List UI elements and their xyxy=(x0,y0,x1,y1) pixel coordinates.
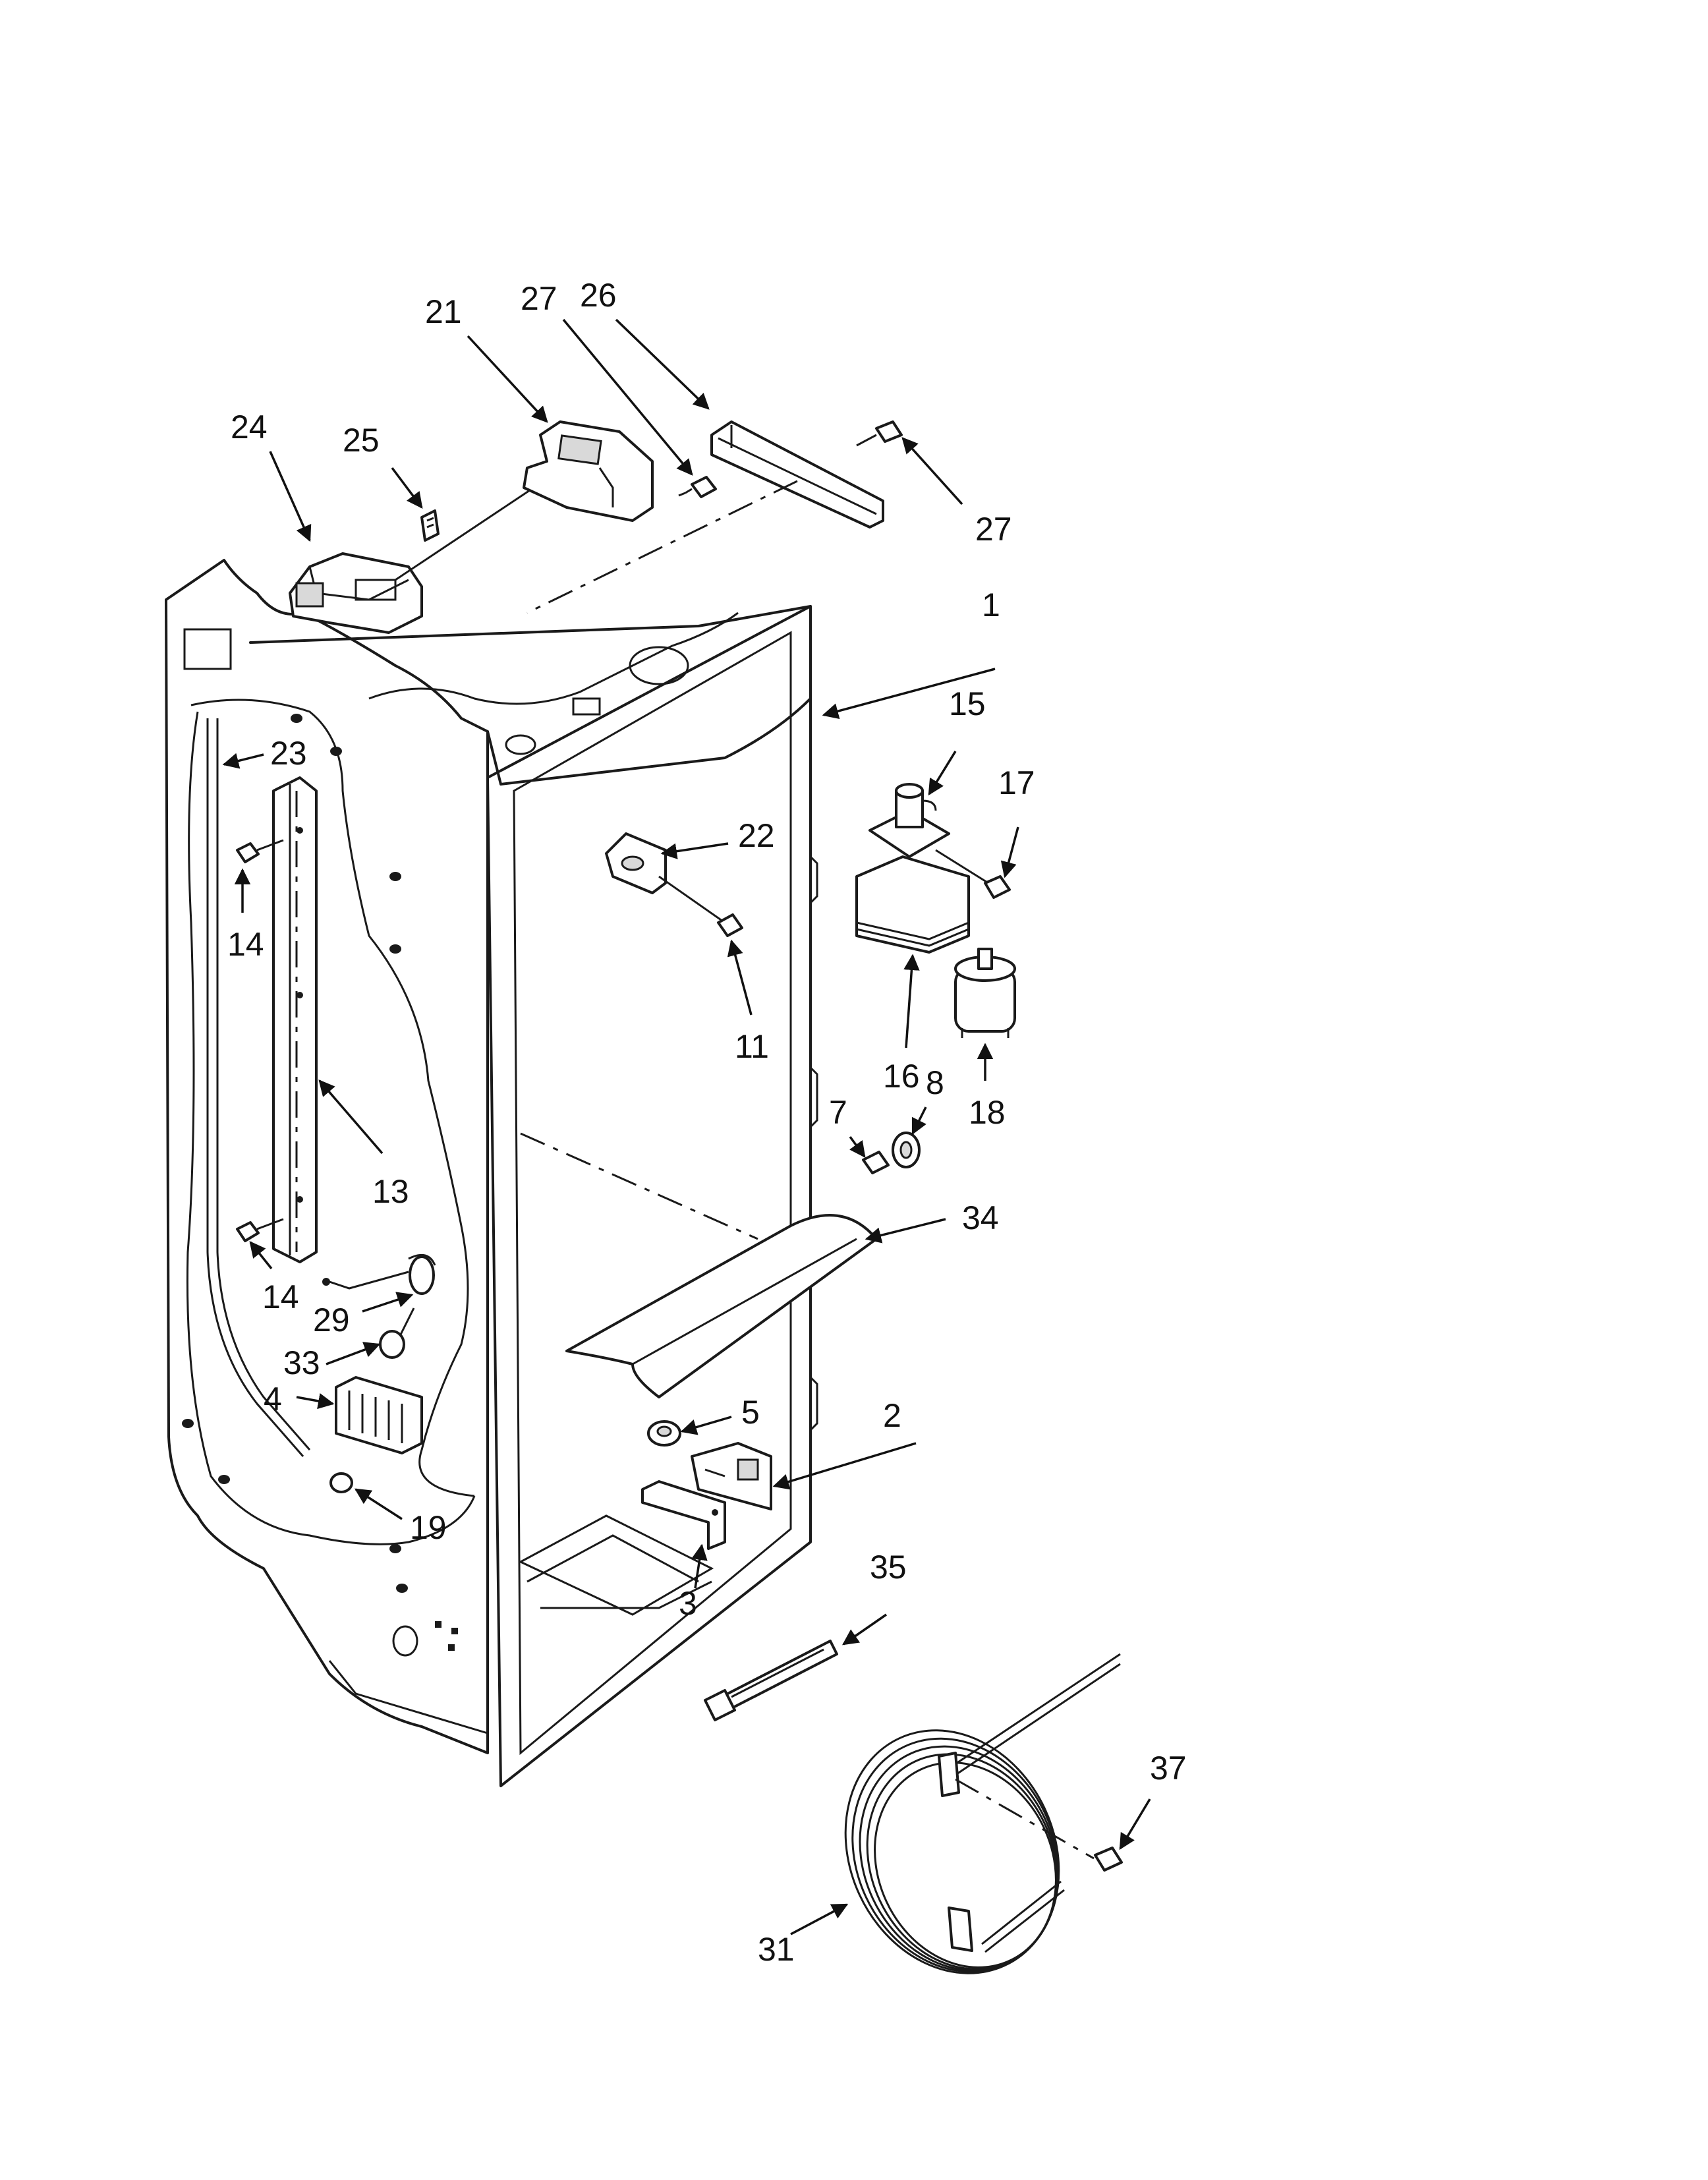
part-21-mounting-bracket xyxy=(523,420,654,522)
callout-22: 22 xyxy=(738,817,775,854)
part-13-shelf-rail xyxy=(272,776,318,1263)
part-35-cable-tie xyxy=(704,1640,838,1721)
callout-29: 29 xyxy=(313,1302,350,1338)
part-17-screw xyxy=(984,875,1011,899)
callout-25: 25 xyxy=(343,422,380,459)
leader-lines xyxy=(222,318,1151,1936)
part-11-screw xyxy=(717,913,743,937)
callout-16: 16 xyxy=(883,1058,920,1095)
callout-7: 7 xyxy=(829,1094,847,1131)
callout-19: 19 xyxy=(410,1509,447,1546)
part-31-water-tubing xyxy=(844,1653,1121,1974)
part-23-drain-tube xyxy=(206,718,311,1457)
callout-14-upper: 14 xyxy=(227,926,264,963)
callout-21: 21 xyxy=(425,293,462,330)
part-14-screw-upper xyxy=(236,839,284,863)
callout-1: 1 xyxy=(982,587,1000,623)
callout-31: 31 xyxy=(758,1931,795,1968)
part-19-nut xyxy=(329,1472,353,1493)
part-18-control-knob xyxy=(954,948,1016,1038)
part-34-crisper-cover xyxy=(565,1214,878,1398)
callout-17: 17 xyxy=(998,764,1035,801)
part-24-control-housing xyxy=(289,552,423,634)
callout-34: 34 xyxy=(962,1199,999,1236)
part-25-clip xyxy=(420,509,440,542)
callout-35: 35 xyxy=(870,1549,907,1586)
part-3-bracket xyxy=(641,1480,726,1550)
part-33-light-bulb xyxy=(379,1307,415,1359)
part-37-screw xyxy=(1094,1847,1123,1872)
callout-15: 15 xyxy=(949,685,986,722)
part-8-grommet xyxy=(892,1132,921,1168)
part-26-top-channel xyxy=(710,420,884,529)
callout-33: 33 xyxy=(283,1344,320,1381)
callout-27-upper: 27 xyxy=(521,280,557,317)
callout-13: 13 xyxy=(372,1173,409,1210)
part-16-light-shield xyxy=(855,855,970,954)
part-7-screw xyxy=(862,1151,890,1174)
part-5-plug xyxy=(647,1420,681,1447)
callout-37: 37 xyxy=(1150,1750,1187,1787)
part-15-light-socket xyxy=(868,783,950,858)
callout-11: 11 xyxy=(735,1028,769,1065)
part-29-lamp-socket xyxy=(322,1253,436,1295)
callout-23: 23 xyxy=(270,735,307,772)
callout-3: 3 xyxy=(679,1585,697,1622)
part-27-screw-left xyxy=(678,476,717,498)
part-27-screw-right xyxy=(856,420,903,447)
part-22-bracket xyxy=(605,832,667,894)
callout-27-right: 27 xyxy=(975,511,1012,548)
part-2-bracket xyxy=(691,1442,772,1510)
callout-labels: 1 2 3 4 5 7 8 11 13 14 14 15 16 17 18 19… xyxy=(227,277,1187,1968)
callout-26: 26 xyxy=(580,277,617,314)
callout-14-lower: 14 xyxy=(262,1278,299,1315)
cabinet-liner xyxy=(165,559,818,1787)
callout-4: 4 xyxy=(264,1381,282,1418)
part-14-screw-lower xyxy=(236,1218,284,1242)
callout-5: 5 xyxy=(741,1394,760,1431)
callout-2: 2 xyxy=(883,1397,901,1434)
callout-18: 18 xyxy=(969,1094,1006,1131)
callout-24: 24 xyxy=(231,409,268,445)
part-4-vent-grille xyxy=(335,1376,423,1454)
callout-8: 8 xyxy=(926,1064,944,1101)
